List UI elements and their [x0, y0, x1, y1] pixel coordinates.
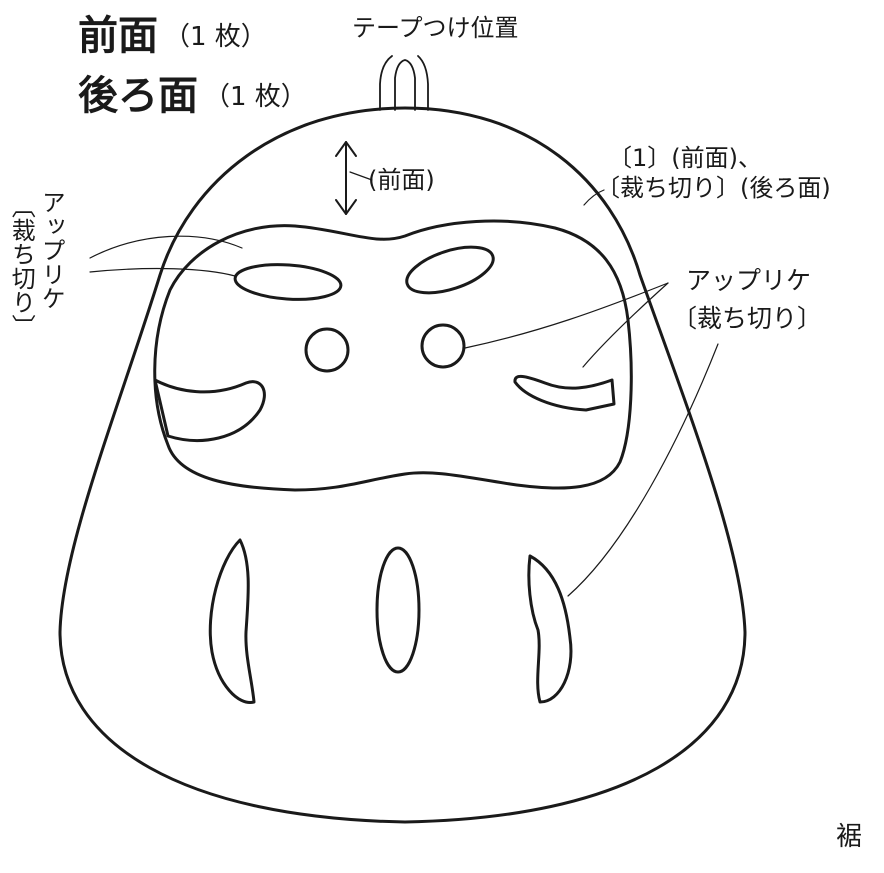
applique-right-note: 〔裁ち切り〕 — [672, 304, 823, 333]
beard-left — [208, 538, 256, 704]
leader-right-to-eye — [464, 282, 669, 349]
hem-label: 裾 — [836, 822, 863, 852]
face-panel — [153, 219, 633, 492]
right-eye — [420, 323, 466, 369]
title-back-count: （1 枚） — [204, 82, 307, 112]
outline-note-line2: 〔裁ち切り〕(後ろ面) — [596, 174, 831, 202]
leader-lines — [89, 171, 719, 597]
right-cheek — [513, 375, 616, 412]
applique-left-note: 〔裁ち切り〕 — [7, 194, 36, 338]
leader-outline-note — [583, 189, 605, 206]
leader-right-to-cheek — [582, 282, 669, 368]
title-front-text: 前面 — [78, 12, 158, 59]
body-outline — [58, 106, 747, 824]
left-eye — [304, 327, 350, 373]
beard-right — [527, 554, 573, 704]
title-front: 前面（1 枚） — [78, 16, 267, 56]
leader-arrow-note — [349, 171, 373, 181]
applique-left-label: アップリケ — [37, 190, 66, 310]
beard-center — [375, 546, 421, 674]
outline-note-line1: 〔1〕(前面)、 — [608, 144, 762, 172]
direction-label: (前面) — [368, 166, 435, 194]
title-front-count: （1 枚） — [164, 22, 267, 52]
tape-loop-marker — [379, 55, 429, 111]
left-cheek — [153, 378, 266, 442]
leader-right-to-beard — [567, 343, 719, 597]
left-eyebrow — [233, 263, 343, 301]
title-back-text: 後ろ面 — [78, 72, 198, 119]
right-eyebrow — [405, 245, 495, 295]
applique-right-label: アップリケ — [686, 266, 812, 295]
double-arrow — [335, 141, 357, 215]
leader-left-to-eyebrow — [89, 267, 236, 277]
tape-position-label: テープつけ位置 — [352, 14, 519, 42]
title-back: 後ろ面（1 枚） — [78, 76, 307, 116]
leader-left-to-face — [89, 235, 243, 259]
